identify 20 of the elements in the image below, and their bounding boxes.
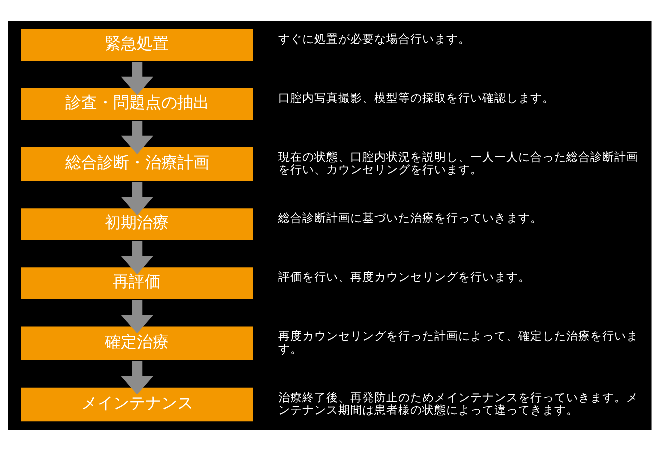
- node-label: 総合診断計画に基づいた治療を行っていきます。: [278, 210, 543, 225]
- node-label: 評価を行い、再度カウンセリングを行います。: [278, 270, 531, 284]
- node-label: 再度カウンセリングを行った計画によって、確定した治療を行います。: [278, 328, 639, 356]
- node-box: 確定治療: [21, 326, 254, 360]
- node-box: 初期治療: [21, 208, 254, 240]
- arrow: [121, 62, 154, 95]
- node-label: 治療終了後、再発防止のためメインテナンスを行っていきます。メンテナンス期間は患者様の状態によって違ってきます。: [278, 390, 639, 416]
- arrow: [121, 300, 154, 334]
- arrow: [121, 120, 154, 154]
- arrow: [121, 240, 154, 274]
- node-box: 緊急処置: [21, 28, 254, 61]
- node-box: 再評価: [21, 267, 254, 299]
- arrow: [121, 360, 154, 394]
- node-box: メインテナンス: [21, 387, 254, 422]
- node-label: 現在の状態、口腔内状況を説明し、一人一人に合った総合診断計画を行い、カウンセリングを行います。: [278, 149, 639, 176]
- node-label: すぐに処置が必要な場合行います。: [278, 31, 471, 46]
- node-label: 口腔内写真撮影、模型等の採取を行い確認します。: [278, 90, 555, 104]
- arrow: [121, 182, 154, 216]
- node-box: 総合診断・治療計画: [21, 147, 254, 181]
- node-box: 診査・問題点の抽出: [21, 88, 254, 120]
